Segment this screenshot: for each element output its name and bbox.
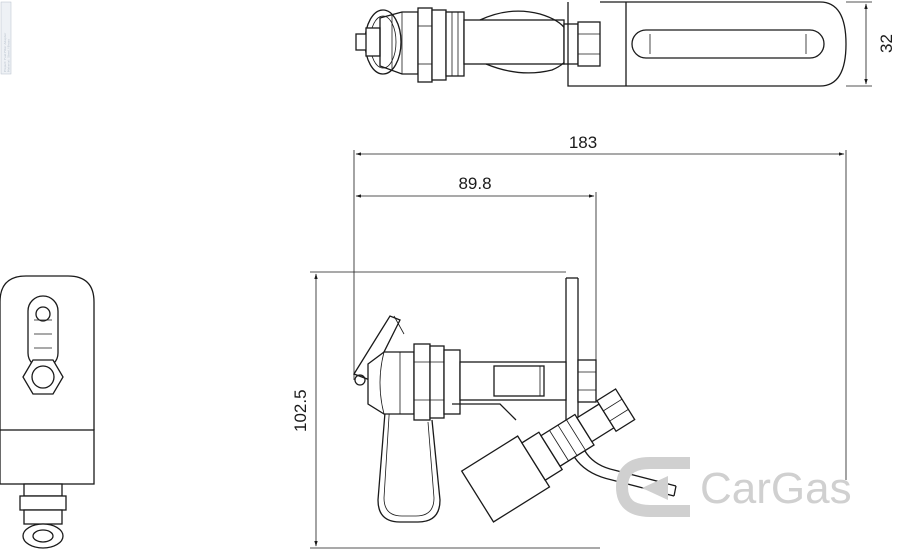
dim-bracket-width: 32 [877,34,896,53]
stamp-line-1: Project: Fuel Filler Adapter [3,32,7,72]
dimension-89-8: 89.8 [355,174,597,360]
logo-text: CarGas [700,464,852,513]
dimension-183: 183 [353,133,847,480]
title-stamp: Project: Fuel Filler Adapter Material: S… [0,1,12,75]
end-view [0,275,95,549]
dim-overall-length: 183 [569,133,597,152]
stamp-line-2: Material: Steel / Brass [7,39,11,72]
dim-partial-length: 89.8 [458,174,491,193]
side-view [353,277,677,523]
dim-height: 102.5 [291,389,310,432]
dimension-102-5: 102.5 [291,271,600,549]
top-view [355,1,847,87]
dimension-32: 32 [846,1,896,87]
cargas-logo: CarGas [615,457,852,517]
